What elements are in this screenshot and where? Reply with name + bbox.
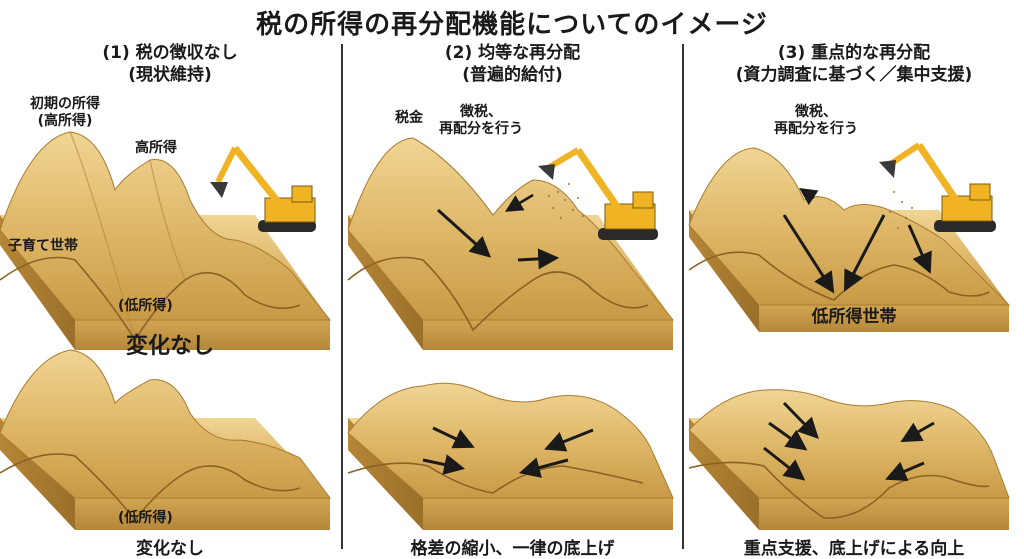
divider-left — [341, 44, 343, 549]
no-change-bottom: 変化なし — [136, 539, 204, 559]
panel-heading: (3) 重点的な再分配 (資力調査に基づく／集中支援) — [684, 42, 1024, 86]
panel-subheading: (現状維持) — [128, 65, 212, 85]
excavator-icon — [210, 145, 316, 232]
equal-bottom-caption: 格差の縮小、一律の底上げ — [410, 539, 615, 559]
panel-targeted-redistribution: (3) 重点的な再分配 (資力調査に基づく／集中支援) 徴税、再配分を行う 低所… — [684, 40, 1024, 559]
panel-subheading: (普遍的給付) — [462, 65, 563, 85]
terrain-after-no-tax — [0, 349, 331, 530]
terrain-after-targeted — [688, 389, 1010, 530]
collect-redistribute-label: 徴税、再配分を行う — [774, 104, 858, 137]
sand-particles-icon — [888, 190, 914, 230]
initial-income-label: 初期の所得(高所得) — [30, 96, 100, 129]
excavator-icon — [879, 142, 996, 232]
main-title: 税の所得の再分配機能についてのイメージ — [256, 10, 768, 40]
targeted-bottom-caption: 重点支援、底上げによる向上 — [743, 539, 965, 559]
panel-heading: (2) 均等な再分配 (普遍的給付) — [343, 42, 682, 86]
panel-no-tax: (1) 税の徴収なし (現状維持) 初期の所得(高所得) 高所得 子育て世帯 (… — [0, 40, 340, 559]
low-income-label-top: (低所得) — [118, 298, 173, 314]
low-income-households-label: 低所得世帯 — [811, 307, 897, 327]
panel-equal-redistribution: (2) 均等な再分配 (普遍的給付) 税金 徴税、再配分を行う — [343, 40, 682, 559]
panel-heading-text: (2) 均等な再分配 — [444, 43, 581, 63]
divider-right — [682, 44, 684, 549]
terrain-before-targeted — [688, 142, 1011, 332]
terrain-before-no-tax — [0, 131, 332, 350]
panel-heading-text: (3) 重点的な再分配 — [777, 43, 931, 63]
terrain-after-equal — [347, 382, 674, 530]
tax-money-label: 税金 — [395, 110, 423, 126]
child-households-label: 子育て世帯 — [8, 238, 78, 254]
collect-redistribute-label: 徴税、再配分を行う — [439, 104, 523, 137]
high-income-label: 高所得 — [135, 140, 177, 156]
panel-heading-text: (1) 税の徴収なし — [102, 43, 238, 63]
panel-subheading: (資力調査に基づく／集中支援) — [735, 65, 973, 85]
excavator-icon — [538, 147, 658, 240]
no-change-middle: 変化なし — [125, 334, 214, 359]
panel-heading: (1) 税の徴収なし (現状維持) — [0, 42, 340, 86]
sand-particles-icon — [547, 182, 585, 220]
terrain-before-equal — [347, 137, 675, 350]
low-income-label-bottom: (低所得) — [118, 510, 173, 526]
